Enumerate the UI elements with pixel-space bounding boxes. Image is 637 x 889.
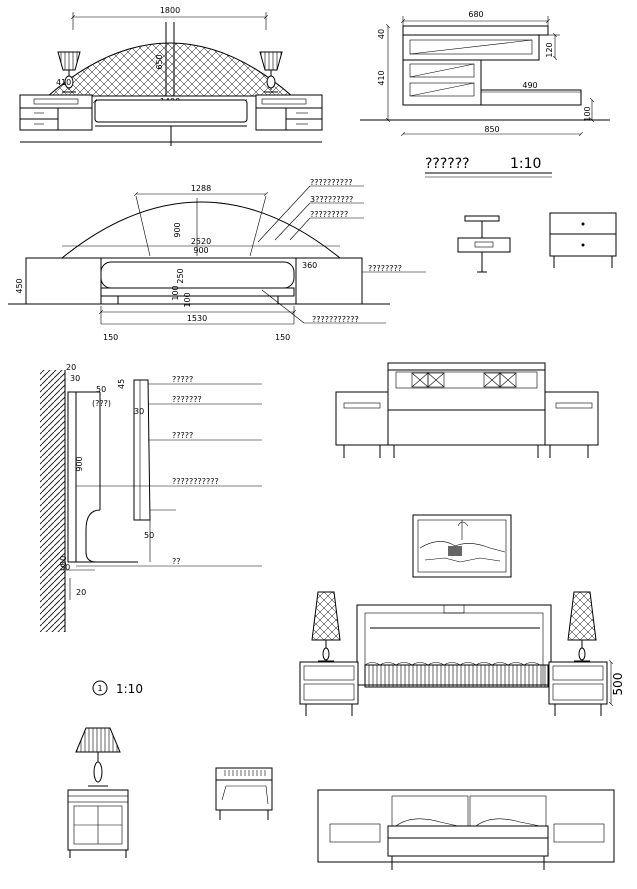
dim-shelf-width: 490 (522, 81, 537, 90)
scale-title: ?????? 1:10 (425, 156, 552, 178)
dim-top-width: 680 (468, 10, 483, 19)
side-table-section (457, 215, 511, 273)
framed-landscape-painting (412, 514, 512, 578)
wall-callout-2: ??????? (172, 395, 202, 404)
headboard-panel (387, 362, 546, 446)
wall-dim-3: 50 (96, 385, 106, 394)
small-nightstand (549, 212, 617, 268)
wall-dim-1: 20 (66, 363, 76, 372)
mattress (100, 261, 295, 289)
nightstand-right (255, 94, 323, 131)
side-cabinet-left (335, 391, 389, 446)
bed-section: 1288 900 2520 900 250 100 100 360 450 15… (8, 178, 426, 342)
dim-left-offset: 150 (103, 333, 118, 342)
callout-2: 3????????? (310, 195, 353, 204)
wall-callout-4: ??????????? (172, 477, 219, 486)
bed-front-bottom (317, 789, 615, 870)
wall-detail: 20 30 50 45 30 900 30 50 50 20 (???) ???… (40, 363, 262, 632)
table-lamp-nightstand (67, 727, 129, 858)
bed-nightstand-left (299, 661, 359, 705)
dim-arc-height: 900 (173, 222, 182, 237)
scale-title-ratio: 1:10 (510, 156, 541, 172)
wall-dim-2: 30 (70, 374, 80, 383)
lamp-shade-left (57, 51, 81, 71)
dim-side: 360 (302, 261, 317, 270)
bed-skirt (364, 664, 549, 688)
lamp-right (567, 591, 597, 641)
side-cabinet-right (544, 391, 599, 446)
wall-callout-3: ????? (172, 431, 193, 440)
quilted-headboard (46, 42, 294, 97)
dim-arc-width: 1288 (191, 184, 211, 193)
dim-inner-width: 900 (193, 246, 208, 255)
bed-arc (61, 201, 341, 259)
dim-headboard-height: 650 (155, 54, 164, 69)
nightstand-section: 680 120 40 410 490 100 850 (360, 10, 610, 134)
dim-leg: 100 (583, 106, 592, 121)
nightstand-left (19, 94, 93, 131)
dim-height: 410 (377, 70, 386, 85)
callout-4: ???????? (368, 264, 402, 273)
dim-bottom-width: 1530 (187, 314, 207, 323)
wall-hatch (40, 370, 65, 632)
wall-dim-5: 30 (134, 407, 144, 416)
nightstand-shelf (480, 89, 582, 106)
detail-scale-ratio: 1:10 (116, 682, 143, 696)
wall-marker: (???) (92, 399, 111, 408)
callout-3: ????????? (310, 210, 348, 219)
dim-mattress: 250 (176, 268, 185, 283)
small-table-front (215, 767, 273, 820)
dim-right-offset: 150 (275, 333, 290, 342)
detail-scale-label: 1 1:10 (92, 680, 143, 696)
bed-bottom-mattress (387, 825, 549, 857)
side-block-left (25, 257, 102, 305)
bed-base-front (94, 99, 248, 123)
wall-dim-10: 20 (76, 588, 86, 597)
dim-side-height: 450 (15, 278, 24, 293)
bed-nightstand-right (548, 661, 608, 705)
dim-frame: 100 (171, 285, 180, 300)
dim-base-width: 2520 (191, 237, 211, 246)
dim-lamp-offset: 410 (56, 78, 71, 87)
wall-dim-9: 50 (60, 563, 70, 572)
wall-dim-8: 50 (144, 531, 154, 540)
lamp-left (311, 591, 341, 641)
dim-leg: 100 (183, 292, 192, 307)
callout-5: ??????????? (312, 315, 359, 324)
wall-dim-7: 30 (59, 556, 68, 566)
detail-symbol: 1 (97, 684, 102, 693)
dim-depth: 850 (484, 125, 499, 134)
scale-title-text: ?????? (425, 156, 470, 172)
bed-front-elevation: 500 (299, 591, 625, 716)
wall-dim-6: 900 (75, 456, 84, 471)
dim-top-thickness: 40 (377, 29, 386, 39)
dim-nightstand-height: 500 (611, 673, 625, 696)
nightstand-top (402, 25, 549, 36)
dim-headboard-total-width: 1800 (160, 6, 180, 15)
headboard-elevation: 1800 650 410 1400 (19, 6, 323, 146)
wall-dim-4: 45 (117, 379, 126, 389)
callout-1: ?????????? (310, 178, 352, 187)
wall-callout-5: ?? (172, 557, 181, 566)
lamp-shade-right (259, 51, 283, 71)
wall-callout-1: ????? (172, 375, 193, 384)
bed-with-cabinets-elevation (335, 362, 599, 458)
dim-drawer-height: 120 (545, 42, 554, 57)
